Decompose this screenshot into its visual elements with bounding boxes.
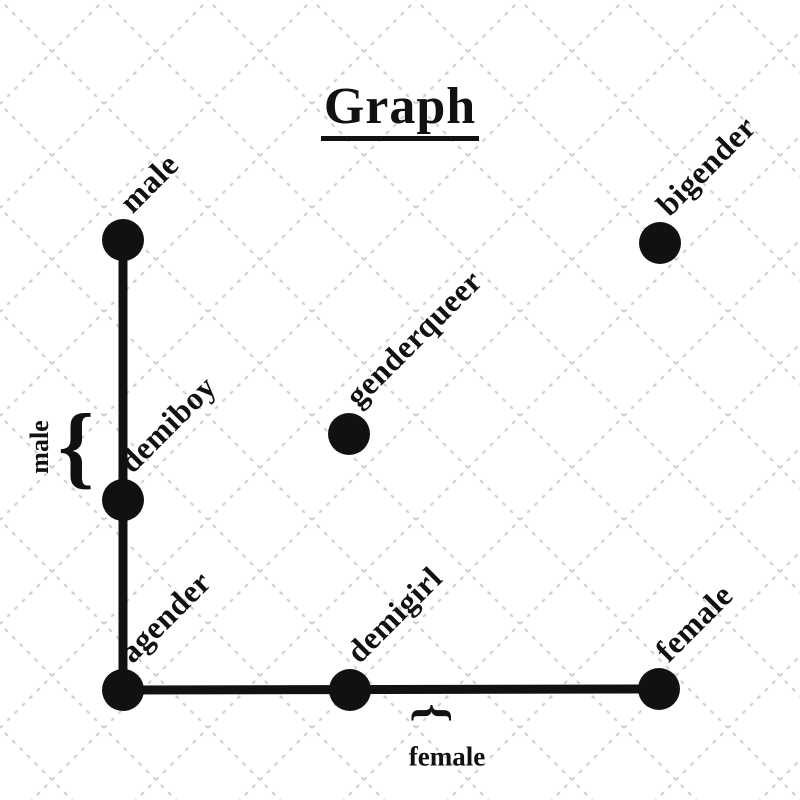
brace-female-group: { xyxy=(407,703,460,723)
node-dot-demigirl xyxy=(329,669,371,711)
dots-layer xyxy=(102,219,681,711)
node-dot-bigender xyxy=(639,222,681,264)
node-dot-agender xyxy=(102,669,144,711)
node-dot-female xyxy=(638,668,680,710)
node-dot-demiboy xyxy=(102,479,144,521)
brace-label-female-group: female xyxy=(408,741,486,772)
edge-agender-female xyxy=(122,684,660,695)
node-dot-genderqueer xyxy=(328,413,370,455)
edges-layer xyxy=(118,240,660,695)
brace-male-group: { xyxy=(57,395,95,497)
brace-label-male-group: male xyxy=(25,420,54,474)
node-dot-male xyxy=(102,219,144,261)
